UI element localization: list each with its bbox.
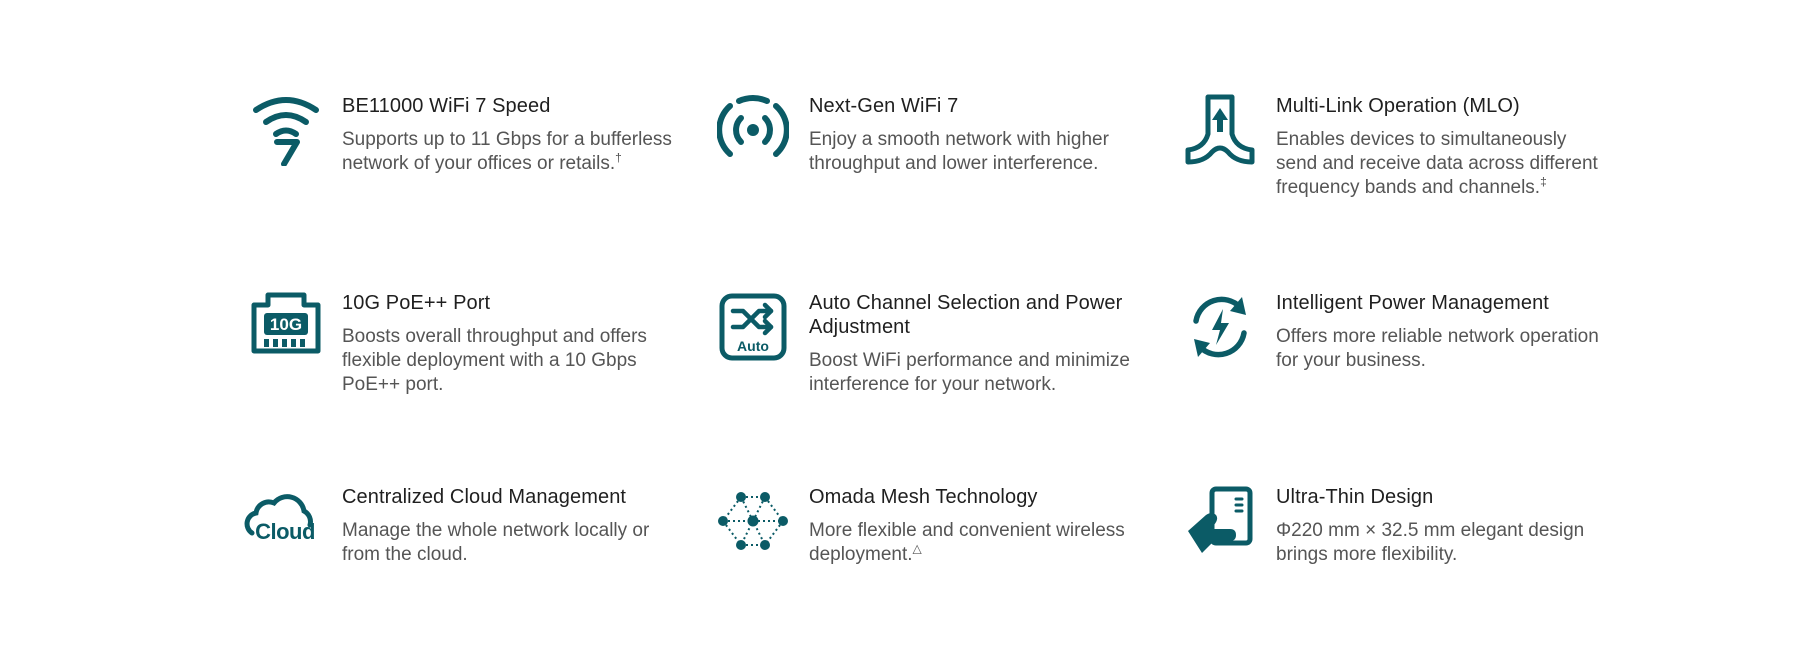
mesh-network-icon (717, 485, 789, 557)
feature-mlo: Multi-Link Operation (MLO) Enables devic… (1184, 94, 1651, 291)
icon-label: Auto (737, 338, 769, 354)
footnote-mark: △ (912, 541, 922, 556)
feature-wifi7-speed: BE11000 WiFi 7 Speed Supports up to 11 G… (250, 94, 717, 291)
feature-title: 10G PoE++ Port (342, 292, 491, 314)
feature-next-gen-wifi7: Next-Gen WiFi 7 Enjoy a smooth network w… (717, 94, 1184, 291)
feature-grid: BE11000 WiFi 7 Speed Supports up to 11 G… (244, 94, 1651, 635)
wireless-signal-icon (717, 94, 789, 166)
feature-power-management: Intelligent Power Management Offers more… (1184, 291, 1651, 485)
multi-link-icon (1184, 94, 1256, 166)
feature-title: Intelligent Power Management (1276, 292, 1549, 314)
feature-ultra-thin-design: Ultra-Thin Design Φ220 mm × 32.5 mm eleg… (1184, 485, 1651, 635)
feature-title: BE11000 WiFi 7 Speed (342, 95, 551, 117)
footnote-mark: † (615, 150, 622, 165)
feature-cloud-management: Cloud Centralized Cloud Management Manag… (244, 485, 717, 635)
feature-description: Enables devices to simultaneously send a… (1276, 129, 1598, 198)
cloud-icon: Cloud (244, 485, 316, 557)
icon-label: 10G (270, 315, 302, 334)
feature-omada-mesh: Omada Mesh Technology More flexible and … (717, 485, 1184, 635)
feature-title: Auto Channel Selection and Power Adjustm… (809, 292, 1123, 338)
feature-title: Ultra-Thin Design (1276, 486, 1434, 508)
feature-description: Offers more reliable network operation f… (1276, 326, 1599, 371)
feature-auto-channel: Auto Auto Channel Selection and Power Ad… (717, 291, 1184, 485)
ultra-thin-device-icon (1184, 485, 1256, 557)
feature-10g-poe-port: 10G 10G PoE++ Port Boosts overall throug… (250, 291, 717, 485)
feature-title: Multi-Link Operation (MLO) (1276, 95, 1520, 117)
feature-description: Boosts overall throughput and offers fle… (342, 326, 647, 395)
feature-description: Supports up to 11 Gbps for a bufferless … (342, 129, 672, 174)
feature-title: Next-Gen WiFi 7 (809, 95, 959, 117)
ethernet-port-10g-icon: 10G (250, 291, 322, 363)
feature-title: Centralized Cloud Management (342, 486, 627, 508)
feature-description: Enjoy a smooth network with higher throu… (809, 129, 1109, 174)
feature-description: Φ220 mm × 32.5 mm elegant design brings … (1276, 520, 1585, 565)
power-cycle-icon (1184, 291, 1256, 363)
wifi7-icon (250, 94, 322, 166)
auto-channel-icon: Auto (717, 291, 789, 363)
footnote-mark: ‡ (1540, 174, 1547, 189)
feature-title: Omada Mesh Technology (809, 486, 1038, 508)
feature-description: Manage the whole network locally or from… (342, 520, 650, 565)
feature-description: More flexible and convenient wireless de… (809, 520, 1125, 565)
icon-label: Cloud (255, 519, 315, 544)
feature-description: Boost WiFi performance and minimize inte… (809, 350, 1130, 395)
